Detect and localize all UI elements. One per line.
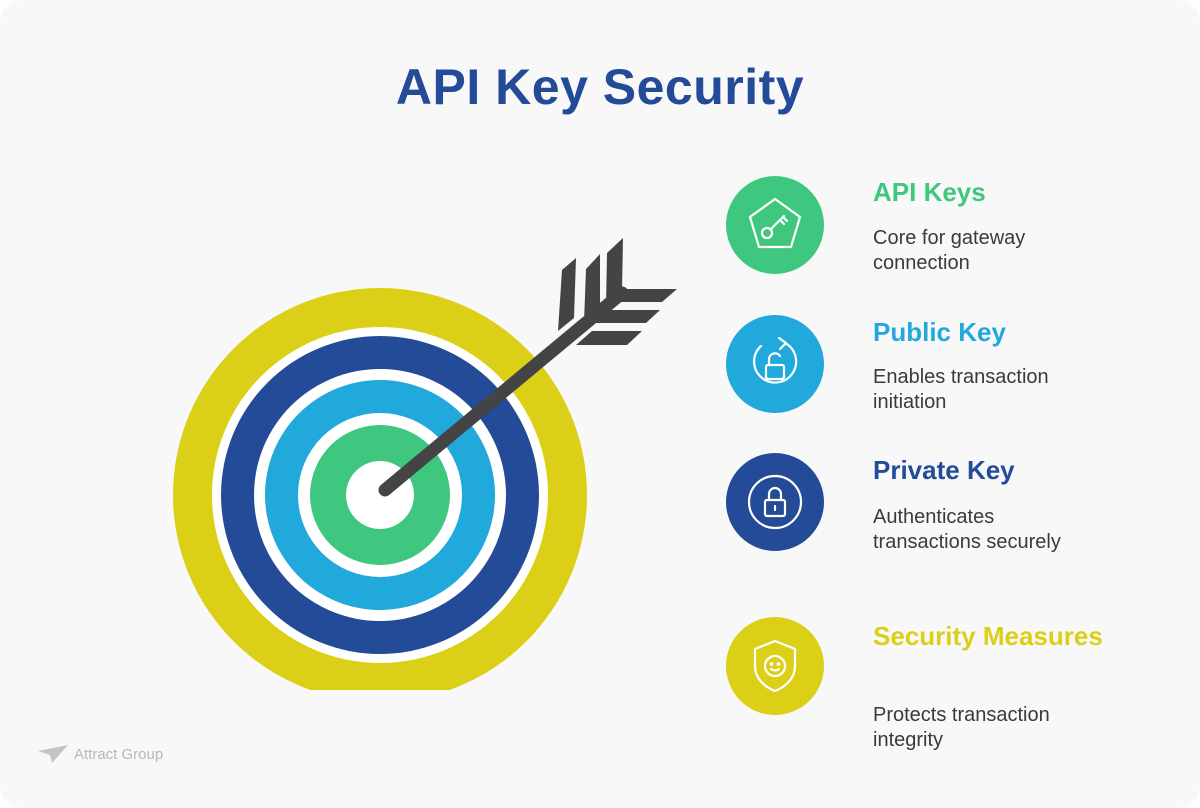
- brand-name: Attract Group: [74, 745, 164, 763]
- target-illustration: [173, 238, 677, 690]
- arrow-fletching: [558, 238, 677, 345]
- padlock-icon: [726, 453, 824, 551]
- shield-face-icon: [726, 617, 824, 715]
- item-description: Authenticates transactions securely: [873, 506, 1061, 553]
- arrow-shaft: [378, 286, 629, 497]
- item-title: Private Key: [873, 455, 1015, 485]
- page-title: API Key Security: [395, 59, 805, 115]
- item-title: Public Key: [873, 317, 1006, 347]
- item-title: Security Measures: [873, 621, 1103, 651]
- item-description: Protects transaction integrity: [873, 704, 1050, 751]
- unlock-rotate-icon: [726, 315, 824, 413]
- item-description: Core for gateway connection: [873, 227, 1026, 274]
- item-description: Enables transaction initiation: [873, 366, 1049, 413]
- key-pentagon-icon: [726, 176, 824, 274]
- paper-plane-icon: [38, 745, 68, 763]
- item-title: API Keys: [873, 177, 986, 207]
- brand-logo: Attract Group: [38, 745, 163, 763]
